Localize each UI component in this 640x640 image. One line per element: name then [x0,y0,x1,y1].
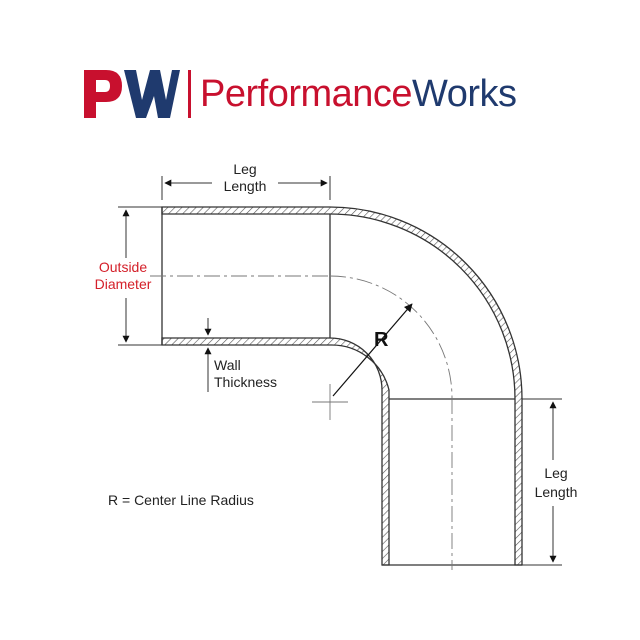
leg-length-right-label-2: Length [535,484,578,500]
outside-diameter-dimension [118,206,162,346]
logo-divider [188,70,191,118]
bend-center-mark [312,384,348,420]
radius-arrow [332,303,413,397]
wall-thickness-label-1: Wall [214,357,241,373]
leg-length-top-label-2: Length [224,178,267,194]
outside-diameter-label-1: Outside [99,259,147,275]
pw-logo-mark [84,70,180,118]
brand-name-works: Works [412,73,517,115]
radius-legend: R = Center Line Radius [108,492,254,508]
brand-wordmark: PerformanceWorks [200,72,517,116]
radius-label: R [374,329,389,351]
wall-thickness-label-2: Thickness [214,374,277,390]
leg-length-top-label-1: Leg [233,161,256,177]
center-line [150,275,453,570]
inner-wall [161,337,390,566]
outside-diameter-label-2: Diameter [95,276,152,292]
brand-header: PerformanceWorks [0,58,640,128]
brand-name-performance: Performance [200,73,413,115]
leg-length-right-label-1: Leg [544,465,567,481]
leg-length-right-dimension [522,398,562,566]
leg-length-top-dimension [161,176,331,200]
